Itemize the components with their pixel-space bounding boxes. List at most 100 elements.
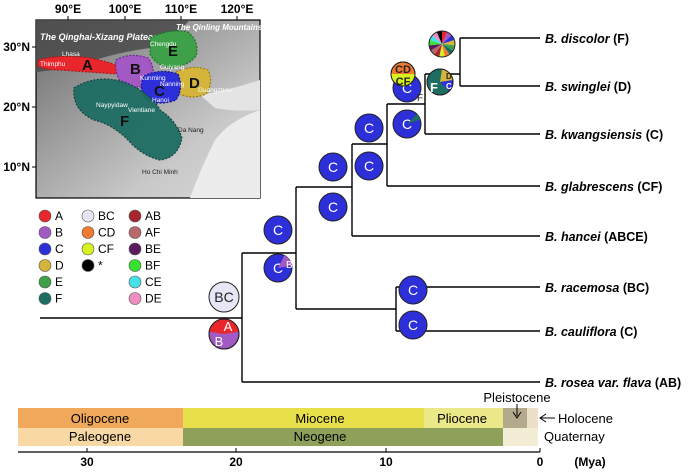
node-racemosa-lower-label: C — [408, 317, 418, 333]
legend-label-BF: BF — [145, 259, 160, 273]
city-vientiane: Vientiane — [128, 107, 155, 114]
plateau-label: The Qinghai-Xizang Plateau — [40, 32, 159, 42]
legend-label-E: E — [55, 275, 63, 289]
tip-rosea: B. rosea var. flava (AB) — [545, 376, 681, 390]
node-root-wedge-A — [209, 319, 239, 334]
node-mixed-wedge-3 — [442, 39, 455, 46]
lon-label-110: 110°E — [165, 2, 197, 16]
holocene-band — [527, 408, 538, 428]
city-thimphu: Thimphu — [40, 61, 66, 68]
legend-swatch-CD — [81, 226, 95, 239]
legend-label-D: D — [55, 259, 64, 273]
node-mixed-wedge-14 — [436, 31, 442, 44]
city-hanoi: Hanoi — [152, 97, 169, 104]
node-296-wedge-B — [278, 255, 292, 268]
node-mixed-wedge-1 — [442, 32, 452, 44]
node-root-upper — [208, 281, 240, 313]
epoch-oligocene: Oligocene — [71, 411, 130, 426]
lat-label-20: 20°N — [3, 100, 30, 114]
quaternary-band — [503, 428, 538, 446]
legend-swatch-AB — [128, 209, 142, 223]
region-B-label: B — [130, 61, 141, 78]
node-387-lower — [354, 151, 384, 181]
city-kunming: Kunming — [140, 75, 166, 82]
tip-discolor: B. discolor (F) — [545, 32, 629, 46]
node-mixed-wedge-2 — [442, 35, 455, 44]
tip-cauliflora: B. cauliflora (C) — [545, 325, 637, 339]
legend-label-F: F — [55, 292, 62, 306]
city-guiyang: Guiyang — [160, 64, 185, 71]
miocene-band — [183, 408, 503, 428]
legend-swatch-E — [38, 275, 52, 289]
node-352-lower-label: C — [328, 199, 338, 215]
period-neogene: Neogene — [294, 429, 347, 444]
city-lhasa: Lhasa — [62, 51, 80, 58]
legend-label-AF: AF — [145, 226, 160, 240]
tick-10: 10 — [379, 455, 393, 469]
pleistocene-label: Pleistocene — [483, 390, 550, 405]
region-E-label: E — [168, 43, 178, 60]
node-387-lower-label: C — [364, 158, 374, 174]
node-mixed-wedge-11 — [429, 39, 442, 46]
tip-labels: B. discolor (F) B. swinglei (D) B. kwang… — [545, 32, 681, 390]
epoch-miocene: Miocene — [295, 411, 344, 426]
node-racemosa-lower — [398, 310, 428, 340]
city-nanning: Nanning — [160, 81, 185, 88]
lon-label-100: 100°E — [109, 2, 142, 16]
node-racemosa-upper-label: C — [408, 282, 418, 298]
node-racemosa-upper — [398, 275, 428, 305]
city-guangzhou: Guangzhou — [198, 87, 232, 94]
node-mixed-wedge-13 — [432, 32, 442, 44]
paleogene-band — [18, 428, 183, 446]
legend-swatch-D — [38, 259, 52, 272]
pliocene-band — [424, 408, 503, 428]
neogene-band — [183, 428, 503, 446]
city-chengdu: Chengdu — [150, 41, 177, 48]
timescale: Oligocene Miocene Pliocene Paleogene Neo… — [18, 390, 613, 469]
node-mixed-wedge-8 — [434, 44, 442, 57]
region-A-label: A — [82, 57, 93, 74]
tip-hancei: B. hancei (ABCE) — [545, 230, 648, 244]
legend-swatch-BC — [81, 209, 95, 223]
region-A — [37, 55, 119, 75]
legend-swatch-A — [38, 209, 52, 223]
oligocene-band — [18, 408, 183, 428]
node-root-label-A: A — [224, 319, 233, 334]
node-mixed-wedge-5 — [442, 44, 454, 55]
node-mixed-wedge-6 — [442, 44, 450, 57]
node-425-wedge-F — [407, 114, 421, 124]
legend-label-CD: CD — [98, 226, 116, 240]
node-CD-CF-lower-half — [391, 74, 415, 86]
legend-label-star: * — [98, 259, 103, 273]
lat-label-30: 30°N — [3, 40, 30, 54]
legend-swatch-CE — [128, 275, 142, 289]
legend-label-BC: BC — [98, 209, 115, 223]
node-root-label-B: B — [215, 334, 224, 349]
tick-30: 30 — [80, 455, 94, 469]
tick-20: 20 — [229, 455, 243, 469]
city-naypyidaw: Naypyidaw — [96, 102, 128, 109]
tip-kwangsiensis: B. kwangsiensis (C) — [545, 128, 663, 142]
node-296-upper-label: C — [273, 222, 283, 238]
legend-label-AB: AB — [145, 209, 161, 223]
region-F-label: F — [120, 113, 129, 130]
node-425-upper-label: C — [402, 80, 412, 96]
phylogeny — [40, 37, 540, 383]
legend-label-C: C — [55, 242, 64, 256]
node-CD-label: CD — [395, 64, 411, 76]
node-mixed-wedge-0 — [442, 31, 448, 44]
period-paleogene: Paleogene — [69, 429, 131, 444]
region-C — [140, 70, 182, 104]
region-E — [149, 30, 198, 69]
node-296-upper — [263, 215, 293, 245]
legend-swatch-DE — [128, 292, 142, 305]
holocene-label: Holocene — [558, 411, 613, 426]
city-danang: Da Nang — [178, 127, 204, 134]
legend-label-A: A — [55, 209, 63, 223]
tip-swinglei: B. swinglei (D) — [545, 80, 631, 94]
node-mixed-wedge-7 — [439, 44, 445, 57]
node-mixed-wedge-12 — [429, 35, 442, 44]
node-387-upper — [354, 113, 384, 143]
region-D-label: D — [189, 75, 200, 92]
